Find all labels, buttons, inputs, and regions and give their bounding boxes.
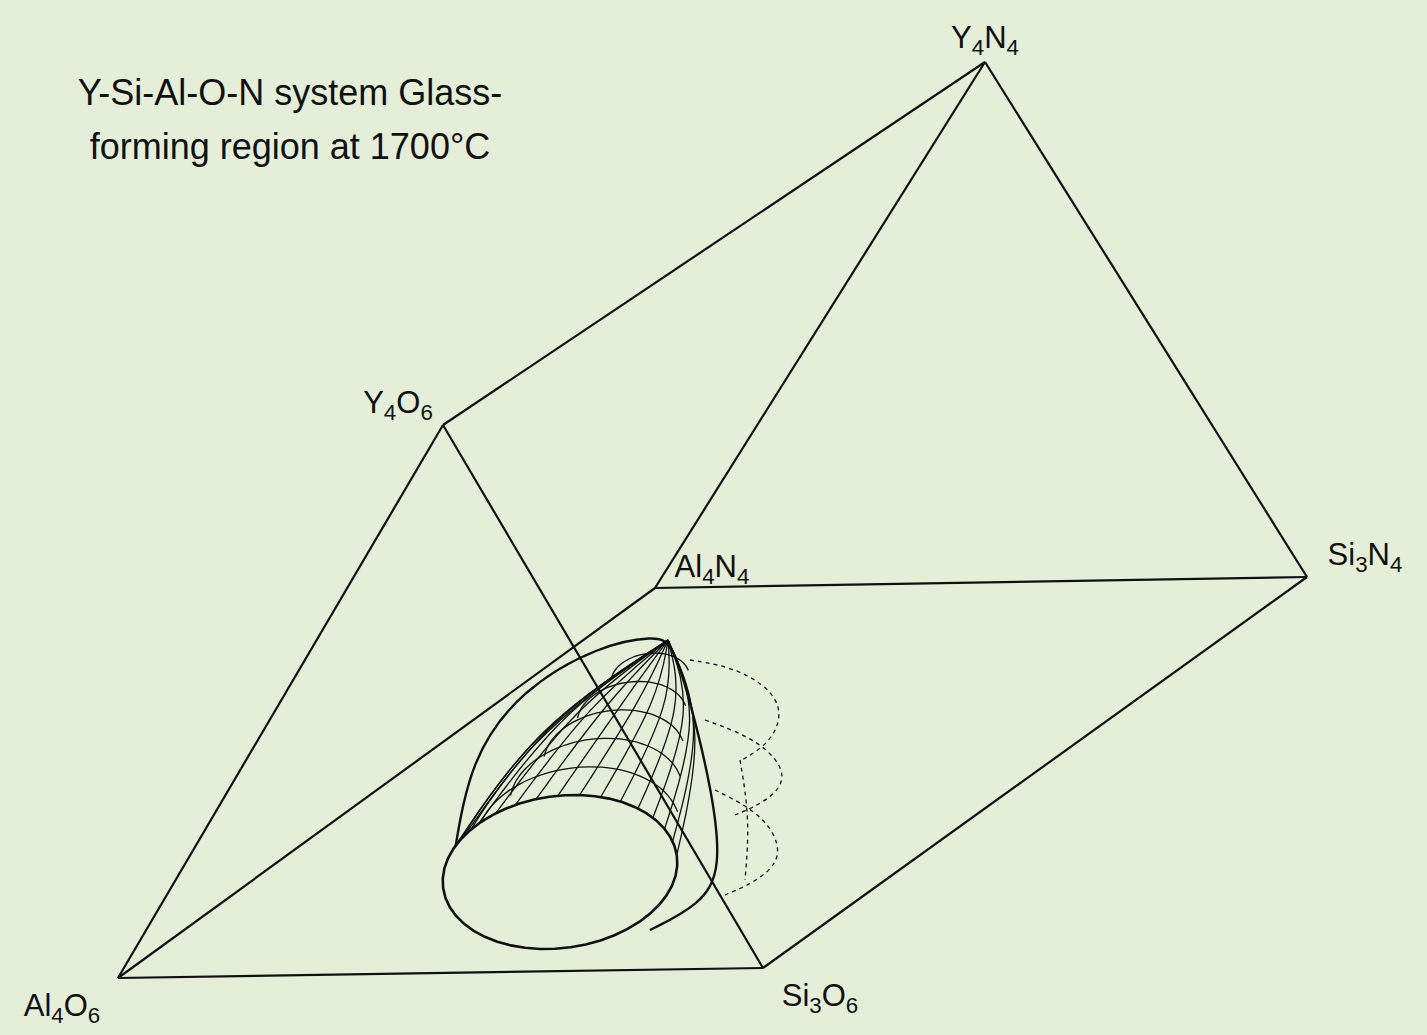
diagram-title: Y-Si-Al-O-N system Glass-forming region … [40,66,540,174]
prism-edges [118,62,1307,978]
region-meridian [515,640,668,805]
vertex-label: Y4N4 [951,20,1019,56]
region-dashed [690,660,779,760]
vertex-label: Si3O6 [782,978,859,1014]
region-contour [510,738,680,795]
vertex-label: Si3N4 [1328,537,1403,573]
region-dashed [705,720,782,815]
region-meridian [558,640,668,796]
vertex-label: Al4N4 [675,549,750,585]
vertex-label: Al4O6 [24,988,101,1024]
vertex-label: Y4O6 [363,385,433,421]
region-contour [544,710,683,757]
region-contour [611,653,688,679]
prism-edge [443,425,763,968]
region-contour [578,682,686,718]
region-meridian [496,640,668,813]
glass-forming-region [443,638,782,949]
region-face [443,795,677,949]
region-meridian [620,640,669,802]
region-dashed [740,760,748,880]
region-meridian [668,640,695,855]
region-meridian [665,640,690,829]
region-dashed [715,790,778,895]
